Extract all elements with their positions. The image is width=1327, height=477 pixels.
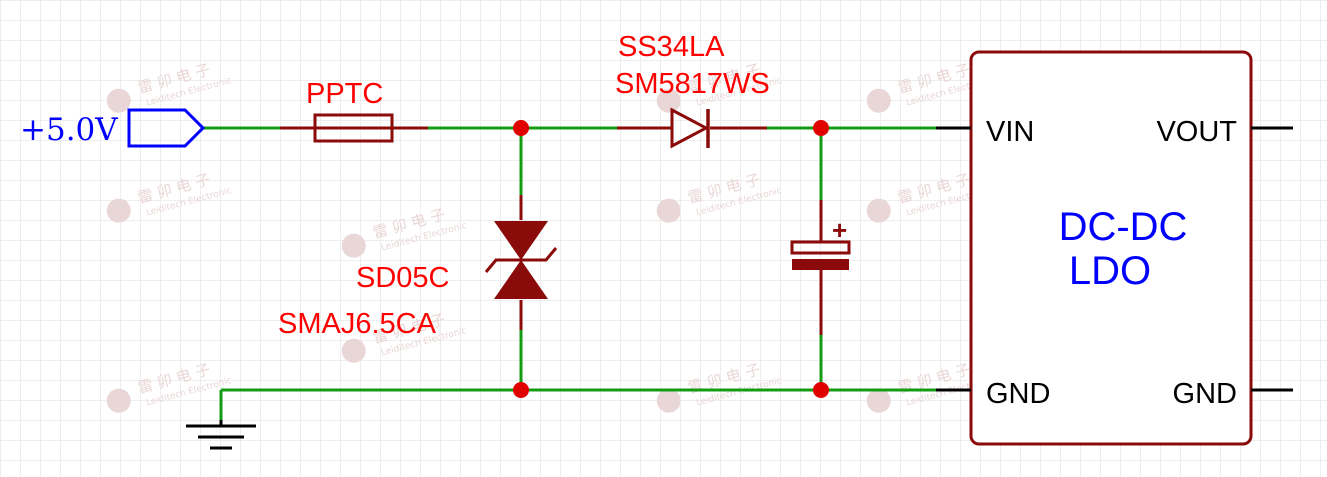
diode-label-1: SS34LA xyxy=(618,31,725,63)
module-body xyxy=(969,50,1253,446)
tvs-triangle-top xyxy=(494,221,548,260)
tvs-diode: SD05C SMAJ6.5CA xyxy=(278,195,558,340)
cap-polarity-mark: + xyxy=(832,215,847,245)
fuse-pptc: PPTC xyxy=(280,78,428,143)
junctions xyxy=(513,120,829,398)
diode-anode-triangle xyxy=(670,107,710,149)
watermark-mark-icon xyxy=(866,388,891,413)
watermark-mark-icon xyxy=(106,388,131,413)
watermark-mark-icon xyxy=(656,198,681,223)
module-title-1: DC-DC xyxy=(1059,205,1188,249)
junction-top-right xyxy=(813,120,829,136)
schottky-diode: SS34LA SM5817WS xyxy=(615,31,770,149)
fuse-label: PPTC xyxy=(306,78,383,110)
cap-plate-negative xyxy=(792,259,849,270)
diode-label-2: SM5817WS xyxy=(615,68,770,100)
tvs-label-2: SMAJ6.5CA xyxy=(278,308,437,340)
watermark-mark-icon xyxy=(106,198,131,223)
tvs-triangle-bottom xyxy=(494,260,548,299)
net-label-text: +5.0V xyxy=(20,112,118,148)
watermark-mark-icon xyxy=(106,88,131,113)
pin-label-vin: VIN xyxy=(986,116,1034,148)
junction-top-left xyxy=(513,120,529,136)
watermark-mark-icon xyxy=(866,88,891,113)
pin-label-gnd-right: GND xyxy=(1173,378,1237,410)
net-port-flag xyxy=(127,108,206,148)
watermark-mark-icon xyxy=(656,88,681,113)
cap-plate-positive xyxy=(790,240,851,255)
pin-label-vout: VOUT xyxy=(1156,116,1237,148)
watermark-mark-icon xyxy=(341,338,366,363)
junction-bottom-right xyxy=(813,382,829,398)
tvs-label-1: SD05C xyxy=(356,262,450,294)
watermark-mark-icon xyxy=(656,388,681,413)
pin-label-gnd-left: GND xyxy=(986,378,1050,410)
polarized-capacitor: + xyxy=(790,200,851,335)
tvs-zener-bar xyxy=(484,247,558,273)
watermark-mark-icon xyxy=(341,233,366,258)
watermark-mark-icon xyxy=(866,198,891,223)
net-label-5v: +5.0V xyxy=(20,108,206,148)
junction-bottom-left xyxy=(513,382,529,398)
dcdc-ldo-module: VIN VOUT GND GND DC-DC LDO xyxy=(936,50,1293,446)
ground-icon xyxy=(186,420,256,450)
module-title-2: LDO xyxy=(1069,249,1151,293)
